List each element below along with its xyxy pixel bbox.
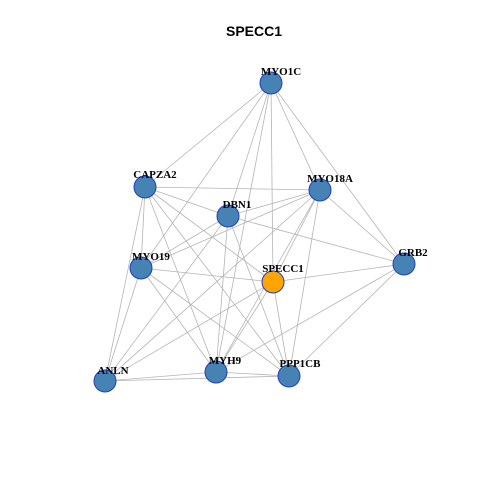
edge-anln-myh9 <box>104 371 217 382</box>
edge-myo1c-capza2 <box>144 82 272 188</box>
edge-dbn1-grb2 <box>227 215 405 265</box>
edge-myo1c-myo19 <box>140 82 272 269</box>
edge-myo18a-ppp1cb <box>288 189 321 377</box>
edge-dbn1-myo19 <box>140 215 229 269</box>
edge-specc1-anln <box>104 281 274 382</box>
edge-specc1-myh9 <box>215 281 274 373</box>
node-label-ppp1cb: PPP1CB <box>280 358 322 370</box>
node-label-myo1c: MYO1C <box>261 66 301 78</box>
node-label-myo19: MYO19 <box>132 251 170 263</box>
edge-capza2-anln <box>104 186 146 382</box>
node-dbn1[interactable] <box>216 204 240 228</box>
edge-myo19-specc1 <box>140 267 274 283</box>
edge-dbn1-myh9 <box>215 215 229 373</box>
edge-myo19-myh9 <box>140 267 217 373</box>
edge-layer <box>104 82 405 382</box>
edge-grb2-ppp1cb <box>288 263 405 377</box>
edge-myo18a-myo19 <box>140 189 321 269</box>
edge-myo18a-specc1 <box>272 189 321 283</box>
edge-capza2-specc1 <box>144 186 274 283</box>
edge-myo18a-grb2 <box>319 189 405 265</box>
edge-dbn1-anln <box>104 215 229 382</box>
edge-myo1c-myh9 <box>215 82 272 373</box>
edge-myo1c-dbn1 <box>227 82 272 217</box>
node-label-specc1: SPECC1 <box>262 263 304 275</box>
edge-specc1-ppp1cb <box>272 281 290 377</box>
node-label-anln: ANLN <box>97 365 128 377</box>
edge-myo1c-grb2 <box>270 82 405 265</box>
edge-myo19-anln <box>104 267 142 382</box>
edge-capza2-dbn1 <box>144 186 229 217</box>
node-layer <box>93 71 416 393</box>
edge-myo1c-specc1 <box>270 82 274 283</box>
graph-title: SPECC1 <box>226 23 282 39</box>
edge-grb2-myh9 <box>215 263 405 373</box>
node-anln[interactable] <box>93 369 117 393</box>
edge-myo19-ppp1cb <box>140 267 290 377</box>
edge-dbn1-ppp1cb <box>227 215 290 377</box>
edge-myo18a-anln <box>104 189 321 382</box>
node-label-dbn1: DBN1 <box>223 199 252 211</box>
node-label-myh9: MYH9 <box>209 355 242 367</box>
edge-myh9-ppp1cb <box>215 371 290 377</box>
edge-capza2-myo19 <box>140 186 146 269</box>
node-ppp1cb[interactable] <box>277 364 301 388</box>
node-label-myo18a: MYO18A <box>307 173 353 185</box>
node-myo1c[interactable] <box>259 71 283 95</box>
node-myo18a[interactable] <box>308 178 332 202</box>
edge-myo18a-dbn1 <box>227 189 321 217</box>
edge-myo1c-myo18a <box>270 82 321 191</box>
node-label-capza2: CAPZA2 <box>133 169 177 181</box>
edge-capza2-myo18a <box>144 186 321 191</box>
node-capza2[interactable] <box>133 175 157 199</box>
node-specc1[interactable] <box>261 270 285 294</box>
node-myo19[interactable] <box>129 256 153 280</box>
edge-anln-ppp1cb <box>104 375 290 382</box>
node-label-grb2: GRB2 <box>398 247 428 259</box>
node-grb2[interactable] <box>392 252 416 276</box>
node-myh9[interactable] <box>204 360 228 384</box>
edge-specc1-grb2 <box>272 263 405 283</box>
